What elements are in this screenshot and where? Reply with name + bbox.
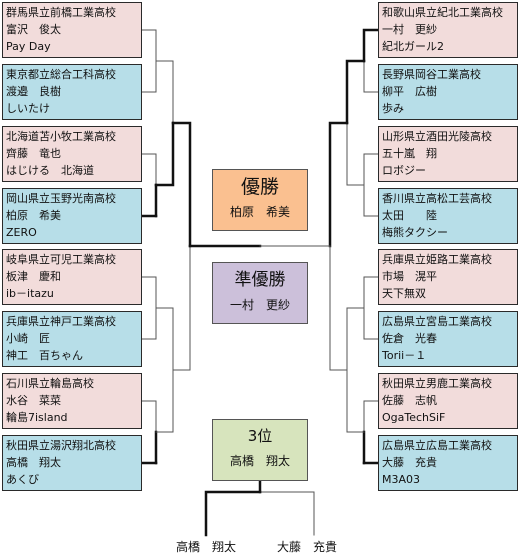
- entry-name: 柏原 希美: [6, 209, 61, 222]
- left-entry-5: 岐阜県立可児工業高校 板津 慶和 ib－itazu: [2, 249, 142, 305]
- bracket-line: [346, 60, 365, 186]
- entry-name: 富沢 俊太: [6, 23, 61, 36]
- entry-name: 齊藤 竜也: [6, 147, 61, 160]
- third-place-title: 3位: [247, 427, 273, 445]
- bracket-line: [363, 153, 379, 217]
- entry-school: 石川県立輪島高校: [6, 377, 94, 390]
- left-entry-4: 岡山県立玉野光南高校 柏原 希美 ZERO: [2, 188, 142, 244]
- entry-team: 神工 百ちゃん: [6, 349, 83, 362]
- bracket-line: [171, 121, 192, 248]
- entry-school: 秋田県立男鹿工業高校: [382, 377, 492, 390]
- entry-name: 太田 陸: [382, 209, 437, 222]
- entry-team: M3A03: [382, 473, 421, 486]
- entry-name: 佐藤 志帆: [382, 394, 437, 407]
- entry-name: 渡邉 良樹: [6, 85, 61, 98]
- left-entry-2: 東京都立総合工科高校 渡邉 良樹 しいたけ: [2, 64, 142, 120]
- third-place-box: 3位 高橋 翔太: [212, 419, 308, 481]
- entry-name: 板津 慶和: [6, 270, 61, 283]
- entry-school: 兵庫県立神戸工業高校: [6, 315, 116, 328]
- bracket-line: [363, 29, 379, 93]
- third-place-match-right-name: 大藤 充貴: [277, 540, 338, 554]
- bracket-line: [155, 307, 174, 433]
- champion-name: 柏原 希美: [229, 205, 290, 219]
- entry-school: 岡山県立玉野光南高校: [6, 192, 116, 205]
- third-place-name: 高橋 翔太: [229, 454, 290, 468]
- bracket-line: [141, 400, 157, 464]
- entry-team: ib－itazu: [6, 287, 54, 300]
- bracket-line: [346, 307, 365, 433]
- third-place-match-left-name: 高橋 翔太: [176, 540, 237, 554]
- right-entry-3: 山形県立酒田光陵高校 五十嵐 翔 ロボジー: [378, 126, 518, 182]
- bracket-line: [141, 153, 157, 217]
- bracket-line: [363, 400, 379, 464]
- entry-name: 小崎 匠: [6, 332, 50, 345]
- entry-school: 群馬県立前橋工業高校: [6, 6, 116, 19]
- bracket-line: [329, 245, 348, 371]
- entry-team: はじける 北海道: [6, 164, 94, 177]
- entry-team: 輪島7island: [6, 411, 68, 424]
- entry-team: しいたけ: [6, 102, 50, 115]
- entry-school: 広島県立宮島工業高校: [382, 315, 492, 328]
- entry-name: 高橋 翔太: [6, 456, 61, 469]
- champion-title: 優勝: [240, 176, 279, 198]
- entry-team: 天下無双: [382, 287, 426, 300]
- entry-school: 山形県立酒田光陵高校: [382, 130, 492, 143]
- left-entry-7: 石川県立輪島高校 水谷 菜菜 輪島7island: [2, 373, 142, 429]
- right-entry-8: 広島県立広島工業高校 大藤 充貴 M3A03: [378, 435, 518, 491]
- entry-name: 柳平 広樹: [382, 85, 437, 98]
- entry-name: 一村 更紗: [382, 23, 437, 36]
- left-entry-8: 秋田県立湯沢翔北高校 高橋 翔太 あくび: [2, 435, 142, 491]
- bracket-line: [154, 121, 175, 187]
- entry-name: 佐倉 光春: [382, 332, 437, 345]
- right-entry-1: 和歌山県立紀北工業高校 一村 更紗 紀北ガール2: [378, 2, 518, 58]
- right-entry-6: 広島県立宮島工業高校 佐倉 光春 Torii－１: [378, 311, 518, 367]
- runner-up-box: 準優勝 一村 更紗: [212, 262, 308, 324]
- entry-team: ZERO: [6, 226, 37, 239]
- left-entry-3: 北海道苫小牧工業高校 齊藤 竜也 はじける 北海道: [2, 126, 142, 182]
- bracket-line: [363, 276, 379, 340]
- left-entry-6: 兵庫県立神戸工業高校 小崎 匠 神工 百ちゃん: [2, 311, 142, 367]
- entry-team: OgaTechSiF: [382, 411, 446, 424]
- entry-school: 和歌山県立紀北工業高校: [382, 6, 503, 19]
- entry-school: 岐阜県立可児工業高校: [6, 253, 116, 266]
- entry-name: 市場 滉平: [382, 270, 437, 283]
- entry-team: 歩み: [382, 102, 404, 115]
- bracket-line: [362, 28, 380, 63]
- entry-team: ロボジー: [382, 164, 426, 177]
- champion-box: 優勝 柏原 希美: [212, 169, 308, 231]
- right-entry-7: 秋田県立男鹿工業高校 佐藤 志帆 OgaTechSiF: [378, 373, 518, 429]
- right-entry-5: 兵庫県立姫路工業高校 市場 滉平 天下無双: [378, 249, 518, 305]
- bracket-line: [155, 60, 174, 186]
- runner-up-title: 準優勝: [234, 270, 286, 290]
- entry-school: 広島県立広島工業高校: [382, 439, 492, 452]
- entry-school: 東京都立総合工科高校: [6, 68, 116, 81]
- entry-school: 秋田県立湯沢翔北高校: [6, 439, 116, 452]
- entry-team: 梅熊タクシー: [382, 226, 448, 239]
- left-entry-1: 群馬県立前橋工業高校 富沢 俊太 Pay Day: [2, 2, 142, 58]
- entry-team: 紀北ガール2: [382, 40, 444, 53]
- entry-team: Pay Day: [6, 40, 51, 53]
- entry-name: 五十嵐 翔: [382, 147, 437, 160]
- right-entry-4: 香川県立高松工芸高校 太田 陸 梅熊タクシー: [378, 188, 518, 244]
- entry-team: あくび: [6, 473, 39, 486]
- entry-name: 水谷 菜菜: [6, 394, 61, 407]
- right-entry-2: 長野県岡谷工業高校 柳平 広樹 歩み: [378, 64, 518, 120]
- runner-up-name: 一村 更紗: [229, 298, 290, 312]
- bracket-line: [204, 490, 262, 537]
- bracket-line: [328, 121, 349, 248]
- bracket-line: [345, 59, 366, 125]
- entry-school: 長野県岡谷工業高校: [382, 68, 481, 81]
- entry-team: Torii－１: [382, 349, 427, 362]
- entry-school: 香川県立高松工芸高校: [382, 192, 492, 205]
- bracket-line: [141, 29, 157, 93]
- bracket-line: [172, 245, 191, 371]
- entry-school: 兵庫県立姫路工業高校: [382, 253, 492, 266]
- entry-school: 北海道苫小牧工業高校: [6, 130, 116, 143]
- entry-name: 大藤 充貴: [382, 456, 437, 469]
- bracket-line: [141, 276, 157, 340]
- bracket-line: [259, 491, 315, 536]
